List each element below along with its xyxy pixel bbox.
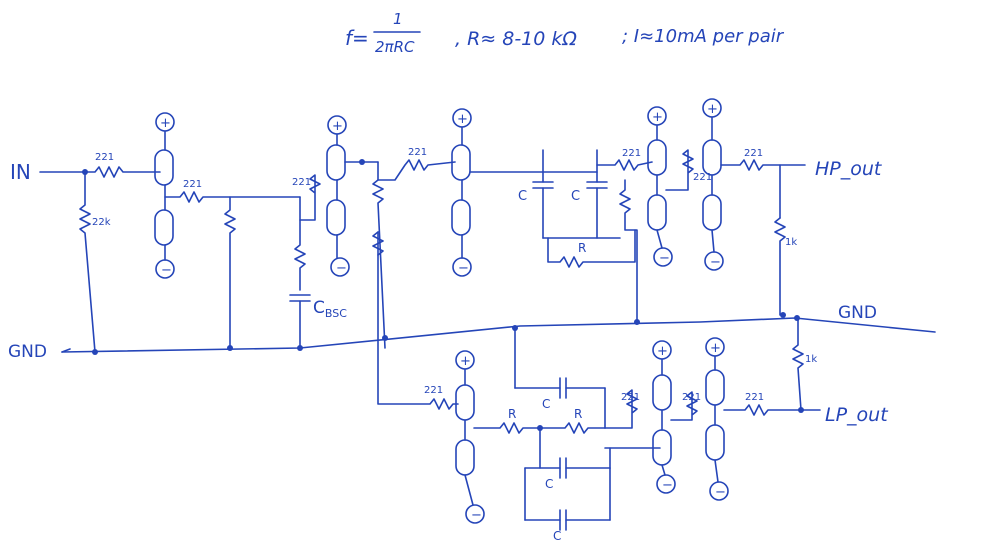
svg-text:+: + xyxy=(160,116,171,131)
r-hp-filter xyxy=(547,229,636,268)
hp-out-label: HP_out xyxy=(815,158,883,180)
r-shunt-label: 22k xyxy=(92,217,111,228)
svg-text:−: − xyxy=(659,251,670,266)
cap-hp-1-label: C xyxy=(518,189,527,204)
buffer-pair-5: + − xyxy=(702,98,724,271)
svg-text:−: − xyxy=(336,261,347,276)
gnd-arrow xyxy=(61,348,71,353)
cbsc-label: CBSC xyxy=(313,298,347,320)
svg-text:221: 221 xyxy=(424,385,443,396)
svg-text:C: C xyxy=(542,397,550,411)
gnd-label-right: GND xyxy=(838,303,877,323)
formula-f-prefix: f= xyxy=(345,26,369,50)
svg-text:221: 221 xyxy=(622,148,641,159)
buffer-pair-1: + − xyxy=(154,112,175,279)
r-lp-filter xyxy=(473,422,606,434)
r-hp-load xyxy=(774,217,786,316)
svg-text:−: − xyxy=(161,263,172,278)
buffer-pair-6: + − xyxy=(455,350,485,524)
transistor-lower xyxy=(154,209,174,246)
cap-hp-2-label: C xyxy=(571,189,580,204)
minus-supply-icon xyxy=(155,259,175,279)
svg-text:−: − xyxy=(715,485,726,500)
svg-text:221: 221 xyxy=(292,177,311,188)
svg-text:+: + xyxy=(710,341,721,356)
r-hp-shunt xyxy=(619,179,638,323)
svg-text:221: 221 xyxy=(621,392,640,403)
svg-text:−: − xyxy=(458,261,469,276)
svg-text:221: 221 xyxy=(745,392,764,403)
svg-text:R: R xyxy=(508,407,516,421)
formula-numerator: 1 xyxy=(393,10,403,28)
svg-text:−: − xyxy=(471,508,482,523)
r-stage1-out xyxy=(164,191,301,203)
r-lp-out xyxy=(723,404,821,416)
svg-text:1k: 1k xyxy=(785,237,797,248)
buffer-pair-3: + − xyxy=(451,108,472,277)
formula-r-spec: , R≈ 8-10 kΩ xyxy=(455,28,577,50)
minus-supply-icon xyxy=(704,251,724,271)
minus-supply-icon xyxy=(709,481,729,501)
r-input-series xyxy=(84,166,161,178)
svg-text:−: − xyxy=(662,478,673,493)
buffer-pair-8: + − xyxy=(705,337,729,501)
svg-text:+: + xyxy=(332,119,343,134)
r-hp-out xyxy=(720,159,806,171)
svg-text:221: 221 xyxy=(744,148,763,159)
svg-text:+: + xyxy=(457,112,468,127)
minus-supply-icon xyxy=(465,504,485,524)
minus-supply-icon xyxy=(452,257,472,277)
svg-text:+: + xyxy=(707,102,718,117)
svg-text:221: 221 xyxy=(682,392,701,403)
r-feedback-221 xyxy=(299,174,321,221)
r-bootstrap xyxy=(294,196,306,291)
svg-text:1k: 1k xyxy=(805,354,817,365)
svg-text:221: 221 xyxy=(408,147,427,158)
svg-text:C: C xyxy=(553,529,561,543)
transistor-upper xyxy=(154,149,174,186)
minus-supply-icon xyxy=(656,474,676,494)
buffer-pair-2: + − xyxy=(326,115,350,277)
buffer-pair-4: + − xyxy=(647,106,673,267)
formula-header: f= 1 2πRC , R≈ 8-10 kΩ ; I≈10mA per pair xyxy=(345,10,785,56)
svg-text:+: + xyxy=(657,344,668,359)
r-stage1-shunt xyxy=(224,196,236,349)
minus-supply-icon xyxy=(330,257,350,277)
svg-text:R: R xyxy=(574,407,582,421)
svg-text:221: 221 xyxy=(183,179,202,190)
gnd-label-left: GND xyxy=(8,342,47,362)
lp-out-label: LP_out xyxy=(825,404,889,426)
r-lp-in xyxy=(377,231,459,410)
r-input-shunt xyxy=(79,171,96,353)
svg-text:+: + xyxy=(652,110,663,125)
r-input-label: 221 xyxy=(95,152,114,163)
r-stage2-shunt xyxy=(372,161,386,349)
buffer-pair-7: + − xyxy=(652,340,676,494)
formula-i-spec: ; I≈10mA per pair xyxy=(622,26,785,47)
svg-text:221: 221 xyxy=(693,172,712,183)
svg-text:−: − xyxy=(710,255,721,270)
gnd-rail xyxy=(61,317,936,353)
svg-text:C: C xyxy=(545,477,553,491)
gnd-node-1 xyxy=(92,349,98,355)
formula-denominator: 2πRC xyxy=(375,38,415,56)
r-hp-label: R xyxy=(578,241,586,255)
r-stage3-in xyxy=(377,159,456,181)
r-lp-load xyxy=(792,317,804,411)
in-label: IN xyxy=(10,160,31,184)
svg-text:+: + xyxy=(460,354,471,369)
minus-supply-icon xyxy=(653,247,673,267)
